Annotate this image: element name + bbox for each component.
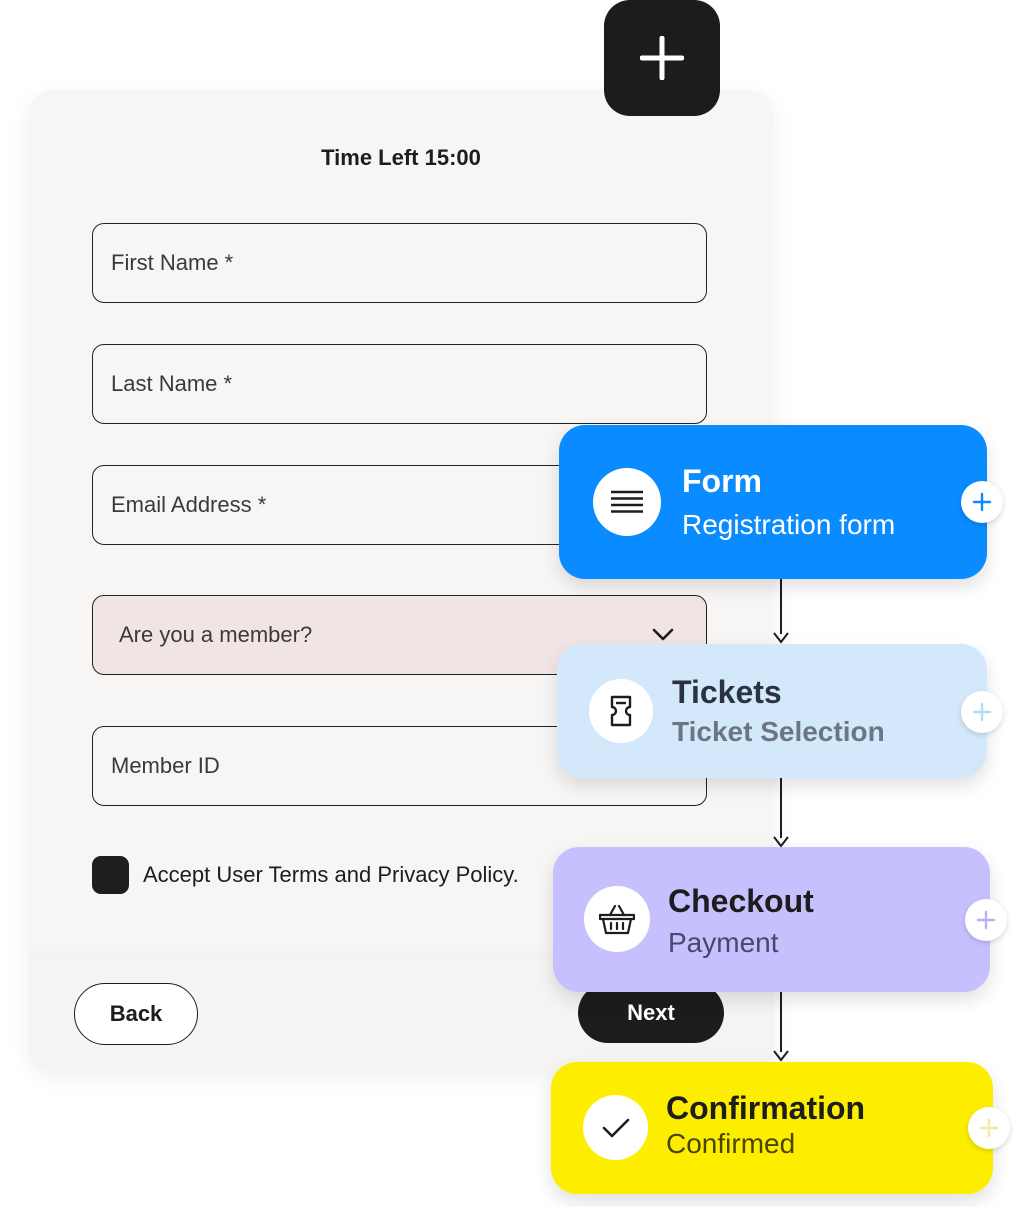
plus-icon: [976, 910, 996, 930]
lines-icon: [593, 468, 661, 536]
add-step-button[interactable]: [604, 0, 720, 116]
plus-icon: [640, 36, 684, 80]
time-left-label: Time Left 15:00: [321, 145, 481, 170]
member-select-value: Are you a member?: [119, 622, 313, 647]
check-icon: [583, 1095, 648, 1160]
arrow-head-icon: [773, 632, 789, 644]
step-tickets[interactable]: Tickets Ticket Selection: [557, 644, 987, 778]
add-after-confirmation-button[interactable]: [968, 1107, 1010, 1149]
arrow-head-icon: [773, 1050, 789, 1062]
step-subtitle: Confirmed: [666, 1128, 796, 1159]
first-name-placeholder: First Name *: [111, 250, 234, 275]
chevron-down-icon: [652, 624, 674, 646]
step-subtitle: Registration form: [682, 509, 896, 540]
terms-row: Accept User Terms and Privacy Policy.: [92, 856, 519, 894]
arrow-head-icon: [773, 836, 789, 848]
step-title: Tickets: [672, 674, 782, 710]
plus-icon: [972, 702, 992, 722]
step-confirmation[interactable]: Confirmation Confirmed: [551, 1062, 993, 1194]
connector-form-tickets: [780, 578, 782, 634]
last-name-placeholder: Last Name *: [111, 371, 233, 396]
connector-checkout-confirmation: [780, 992, 782, 1052]
step-title: Checkout: [668, 883, 814, 919]
add-after-tickets-button[interactable]: [961, 691, 1003, 733]
plus-icon: [972, 492, 992, 512]
last-name-input[interactable]: Last Name *: [92, 344, 707, 424]
terms-label: Accept User Terms and Privacy Policy.: [143, 862, 519, 887]
step-form[interactable]: Form Registration form: [559, 425, 987, 579]
next-button[interactable]: Next: [578, 983, 724, 1043]
terms-checkbox[interactable]: [92, 856, 129, 894]
back-button[interactable]: Back: [74, 983, 198, 1045]
first-name-input[interactable]: First Name *: [92, 223, 707, 303]
add-after-form-button[interactable]: [961, 481, 1003, 523]
step-title: Form: [682, 463, 762, 499]
step-title: Confirmation: [666, 1090, 866, 1126]
step-subtitle: Payment: [668, 927, 779, 958]
step-subtitle: Ticket Selection: [672, 716, 885, 747]
connector-tickets-checkout: [780, 778, 782, 838]
email-placeholder: Email Address *: [111, 492, 267, 517]
basket-icon: [584, 886, 650, 952]
step-checkout[interactable]: Checkout Payment: [553, 847, 990, 992]
ticket-icon: [589, 679, 653, 743]
add-after-checkout-button[interactable]: [965, 899, 1007, 941]
plus-icon: [979, 1118, 999, 1138]
member-id-placeholder: Member ID: [111, 753, 220, 778]
